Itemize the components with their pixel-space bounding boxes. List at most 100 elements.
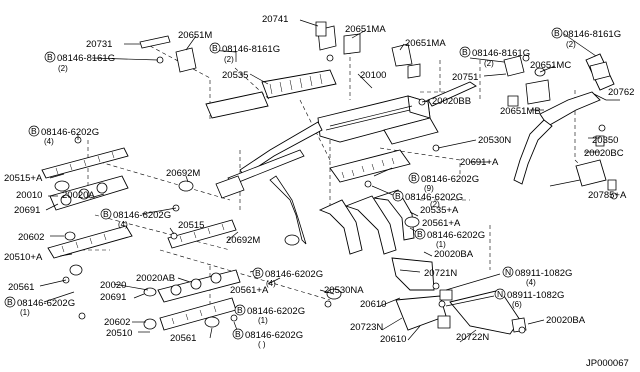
label-20020AB: 20020AB <box>136 273 175 284</box>
ref-08146-6202G-right-1: B 08146-6202G (1) <box>414 228 485 249</box>
label-20651MA-mid: 20651MA <box>405 38 446 49</box>
label-20100: 20100 <box>360 70 386 81</box>
bolt-marker: B <box>462 47 468 57</box>
label-08146-6202G-e: 08146-6202G <box>427 230 485 241</box>
rear-bracket-block[interactable] <box>575 135 617 191</box>
ref-08146-6202G-bottom-1: B 08146-6202G (1) <box>234 304 305 325</box>
label-20610-upper: 20610 <box>360 299 386 310</box>
center-exhaust-tube[interactable] <box>215 149 307 245</box>
label-20651M: 20651M <box>178 30 212 41</box>
bolt-marker: B <box>237 305 243 315</box>
qty-08146-6202G-f: (1) <box>20 308 30 317</box>
bolt-marker: B <box>31 126 37 136</box>
label-20602-lower: 20602 <box>104 317 130 328</box>
bolt-marker: B <box>212 43 218 53</box>
ref-08146-6202G-bottom-blank: B 08146-6202G ( ) <box>232 328 303 349</box>
label-20651MB: 20651MB <box>500 106 541 117</box>
label-08146-6202G-b: 08146-6202G <box>113 210 171 221</box>
ref-08146-8161G-far-right: B 08146-8161G (2) <box>551 27 621 49</box>
qty-08146-8161G-d: (2) <box>566 40 576 49</box>
label-08911-1082G-b: 08911-1082G <box>507 290 564 301</box>
ref-08146-8161G-right: B 08146-8161G (2) <box>459 46 530 68</box>
label-20741: 20741 <box>262 14 288 25</box>
ref-08146-6202G-left: B 08146-6202G (4) <box>28 125 99 146</box>
manifold-heat-shield-left-lower[interactable] <box>47 225 133 259</box>
label-20651MA-top: 20651MA <box>345 24 386 35</box>
qty-08146-6202G-d: (2) <box>430 200 440 209</box>
bolt-marker: B <box>235 329 241 339</box>
label-08146-6202G-h: 08146-6202G <box>247 306 305 317</box>
nut-marker: N <box>497 289 503 299</box>
label-20010: 20010 <box>16 190 42 201</box>
label-20535: 20535 <box>222 70 248 81</box>
label-20020BB: 20020BB <box>432 96 471 107</box>
lower-mount-brackets[interactable] <box>391 257 527 335</box>
qty-08911-1082G-a: (4) <box>526 278 536 287</box>
bolt-marker: B <box>7 297 13 307</box>
label-08146-6202G-c: 08146-6202G <box>421 174 479 185</box>
hanger-brackets-top[interactable] <box>139 21 327 49</box>
label-08146-8161G-b: 08146-8161G <box>222 44 280 55</box>
parts-group <box>41 21 618 335</box>
callout-labels: 20731 20651M 20741 20651MA 20651MA B 081… <box>4 14 634 369</box>
heat-shield-middle[interactable] <box>329 117 439 183</box>
qty-08146-6202G-h: (1) <box>258 316 268 325</box>
front-exhaust-tubes[interactable] <box>318 189 415 255</box>
label-20692M-upper: 20692M <box>166 168 200 179</box>
gaskets[interactable] <box>54 67 546 330</box>
label-08146-8161G-c: 08146-8161G <box>472 48 530 59</box>
label-08911-1082G-a: 08911-1082G <box>515 268 572 279</box>
label-20515: 20515 <box>178 220 204 231</box>
diagram-id: JP000067 <box>586 358 629 369</box>
label-20651MC: 20651MC <box>530 60 571 71</box>
label-20020BA-upper: 20020BA <box>434 249 474 260</box>
label-20530NA: 20530NA <box>324 285 364 296</box>
bolt-marker: B <box>395 191 401 201</box>
label-20762: 20762 <box>608 87 634 98</box>
label-20020A: 20020A <box>62 190 95 201</box>
exhaust-manifold-left[interactable] <box>49 175 129 211</box>
qty-08146-6202G-i: ( ) <box>258 340 266 349</box>
label-08146-6202G-d: 08146-6202G <box>405 192 463 203</box>
label-20515A: 20515+A <box>4 173 43 184</box>
label-20610-lower: 20610 <box>380 334 406 345</box>
qty-08146-6202G-b: (4) <box>118 220 128 229</box>
qty-08146-8161G-a: (2) <box>58 64 68 73</box>
bolt-marker: B <box>554 28 560 38</box>
label-20785A: 20785+A <box>588 190 627 201</box>
label-20721N: 20721N <box>424 268 457 279</box>
label-20561A-right: 20561+A <box>422 218 461 229</box>
label-20530N: 20530N <box>478 135 511 146</box>
label-20561-bottom: 20561 <box>170 333 196 344</box>
bolt-marker: B <box>47 52 53 62</box>
bolt-marker: B <box>411 173 417 183</box>
label-20691-left: 20691 <box>14 205 40 216</box>
label-08146-6202G-g: 08146-6202G <box>265 269 323 280</box>
label-08146-8161G-d: 08146-8161G <box>563 29 621 40</box>
label-20751: 20751 <box>452 72 478 83</box>
label-20731: 20731 <box>86 39 112 50</box>
manifold-heat-shield-left-upper[interactable] <box>41 147 129 179</box>
manifold-heat-shield-right[interactable] <box>167 219 237 249</box>
front-tube-right[interactable] <box>513 53 615 185</box>
label-20350: 20350 <box>592 135 618 146</box>
ref-08146-6202G-center-2: B 08146-6202G (2) <box>392 190 463 209</box>
label-20561A-lower: 20561+A <box>230 285 269 296</box>
label-20020BC: 20020BC <box>584 148 624 159</box>
qty-08911-1082G-b: (6) <box>512 300 522 309</box>
ref-08146-6202G-lower-center: B 08146-6202G (4) <box>252 267 323 288</box>
ref-08911-1082G-upper: N 08911-1082G (4) <box>502 266 572 287</box>
ref-08146-6202G-lower-left: B 08146-6202G (1) <box>4 296 75 317</box>
label-20722N: 20722N <box>456 332 489 343</box>
label-20561-left: 20561 <box>8 282 34 293</box>
qty-08146-8161G-c: (2) <box>484 59 494 68</box>
qty-08146-6202G-g: (4) <box>266 279 276 288</box>
label-08146-6202G-i: 08146-6202G <box>245 330 303 341</box>
exhaust-manifold-right[interactable] <box>157 269 241 331</box>
nut-marker: N <box>505 267 511 277</box>
label-20723N: 20723N <box>350 322 383 333</box>
mounting-bracket-upper-right[interactable] <box>503 55 551 107</box>
heat-shield-upper[interactable] <box>205 69 337 119</box>
ref-08146-8161G-center: B 08146-8161G (2) <box>209 42 280 64</box>
